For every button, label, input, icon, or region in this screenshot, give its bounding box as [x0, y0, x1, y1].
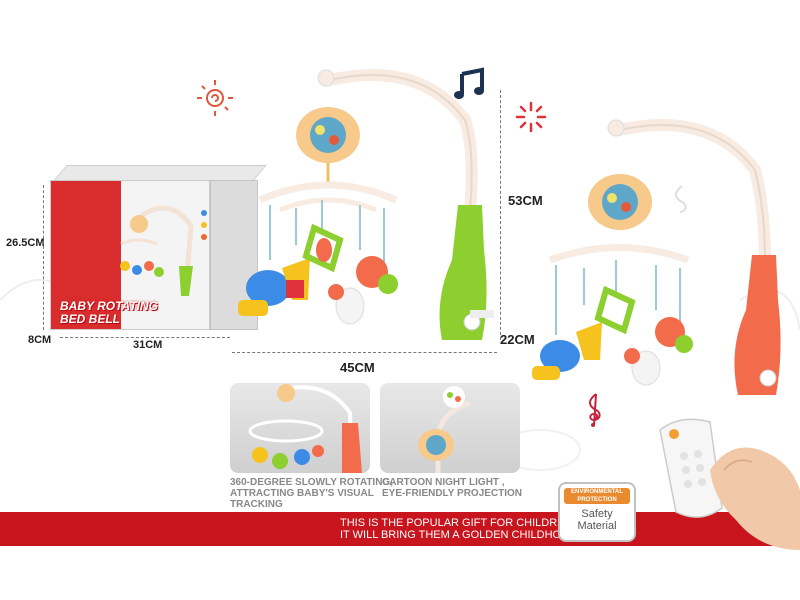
box-red-panel	[51, 181, 121, 329]
remote-control-in-hand	[659, 418, 800, 550]
music-note-icon	[454, 67, 484, 99]
feature-caption-rotating: 360-DEGREE SLOWLY ROTATING, ATTRACTING B…	[230, 477, 393, 510]
clip-height-label: 22CM	[500, 332, 535, 347]
banner-line1: THIS IS THE POPULAR GIFT FOR CHILDREN,	[340, 517, 576, 529]
product-height-label: 53CM	[508, 193, 543, 208]
box-height-line	[43, 185, 44, 330]
sparkle-icon	[515, 101, 547, 133]
box-title-line2: BED BELL	[60, 312, 120, 326]
caption-line: 360-DEGREE SLOWLY ROTATING,	[230, 477, 393, 488]
caption-line: CARTOON NIGHT LIGHT ,	[382, 477, 505, 488]
feature-panel-rotating	[230, 383, 370, 473]
banner-line2: IT WILL BRING THEM A GOLDEN CHILDHOOD.	[340, 529, 581, 541]
box-width-line	[60, 337, 230, 338]
safety-badge: ENVIRONMENTAL PROTECTION Safety Material	[558, 482, 636, 542]
box-depth-label: 8CM	[28, 334, 52, 346]
box-mobile-illustration	[120, 205, 194, 296]
badge-header: ENVIRONMENTAL PROTECTION	[564, 488, 630, 504]
badge-header-line2: PROTECTION	[577, 497, 617, 503]
mobile-green	[238, 69, 494, 340]
box-info-graphic	[201, 210, 207, 240]
box-title-line1: BABY ROTATING	[60, 299, 158, 313]
badge-main-text: Safety Material	[564, 508, 630, 532]
box-height-label: 26.5CM	[6, 237, 45, 249]
treble-clef-icon	[589, 393, 601, 427]
caption-line: TRACKING	[230, 499, 283, 510]
caption-line: EYE-FRIENDLY PROJECTION	[382, 488, 523, 499]
width-dim-line	[232, 352, 497, 353]
bottom-banner	[0, 512, 800, 546]
badge-main-line1: Safety	[581, 508, 613, 520]
box-width-label: 31CM	[133, 339, 163, 351]
box-title: BABY ROTATING BED BELL	[60, 300, 158, 326]
caption-line: ATTRACTING BABY'S VISUAL	[230, 488, 374, 499]
banner-text: THIS IS THE POPULAR GIFT FOR CHILDREN, I…	[340, 517, 581, 541]
nightlight-illustration	[418, 386, 471, 473]
mobile-orange	[532, 119, 781, 395]
product-width-label: 45CM	[340, 360, 375, 375]
sun-icon	[197, 80, 233, 116]
rotating-illustration	[248, 384, 362, 473]
height-dim-line	[500, 90, 501, 340]
feature-caption-nightlight: CARTOON NIGHT LIGHT , EYE-FRIENDLY PROJE…	[382, 477, 522, 499]
badge-main-line2: Material	[577, 520, 617, 532]
music-note-faint-icon	[675, 185, 687, 213]
badge-header-line1: ENVIRONMENTAL	[571, 489, 623, 495]
feature-panel-nightlight	[380, 383, 520, 473]
product-box	[50, 180, 210, 330]
